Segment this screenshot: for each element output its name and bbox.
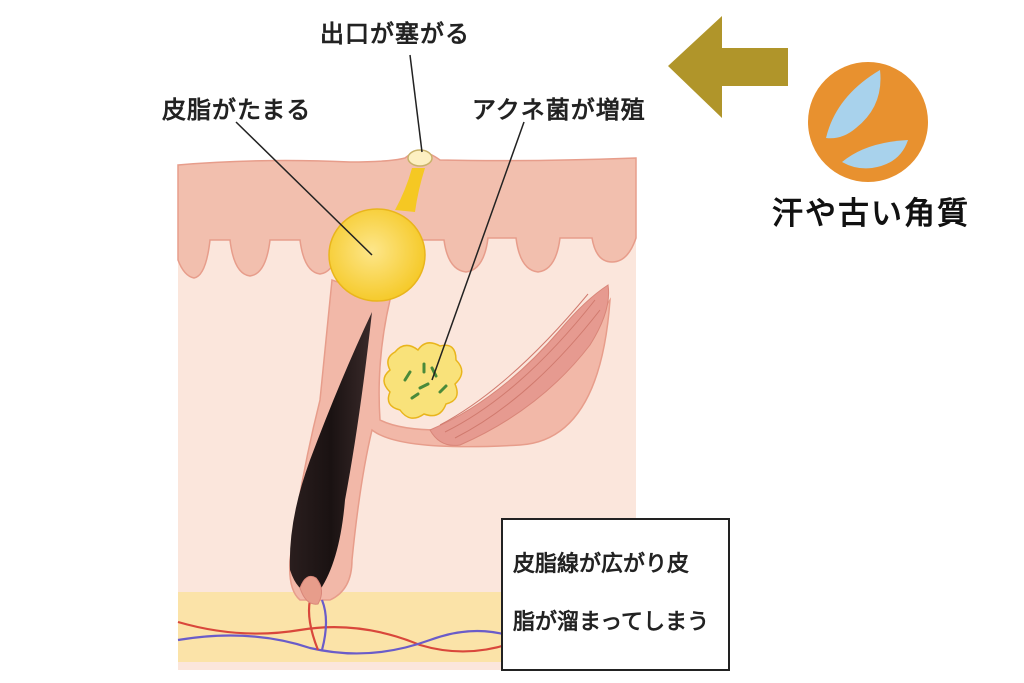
label-sweat-old-keratin: 汗や古い角質 (772, 196, 970, 232)
acne-bacteria (403, 362, 448, 400)
hair-shaft (289, 312, 372, 605)
sebaceous-gland (383, 342, 463, 419)
muscle-striations (439, 293, 601, 439)
left-arrow-icon (668, 16, 788, 118)
note-text-line1: 皮脂線が広がり皮 (513, 552, 690, 577)
label-pore-blocked: 出口が塞がる (320, 20, 470, 48)
note-text-line2: 脂が溜まってしまう (513, 610, 710, 635)
arrector-pili-muscle (429, 284, 610, 446)
note-box: 皮脂線が広がり皮 脂が溜まってしまう (501, 518, 730, 671)
pointer-lines (235, 54, 525, 381)
label-sebum-accumulates: 皮脂がたまる (162, 96, 312, 124)
label-acne-bacteria: アクネ菌が増殖 (472, 96, 646, 124)
sebum-bulb (328, 208, 426, 302)
clogged-pore (395, 149, 433, 212)
sweat-drops-icon (808, 62, 928, 182)
